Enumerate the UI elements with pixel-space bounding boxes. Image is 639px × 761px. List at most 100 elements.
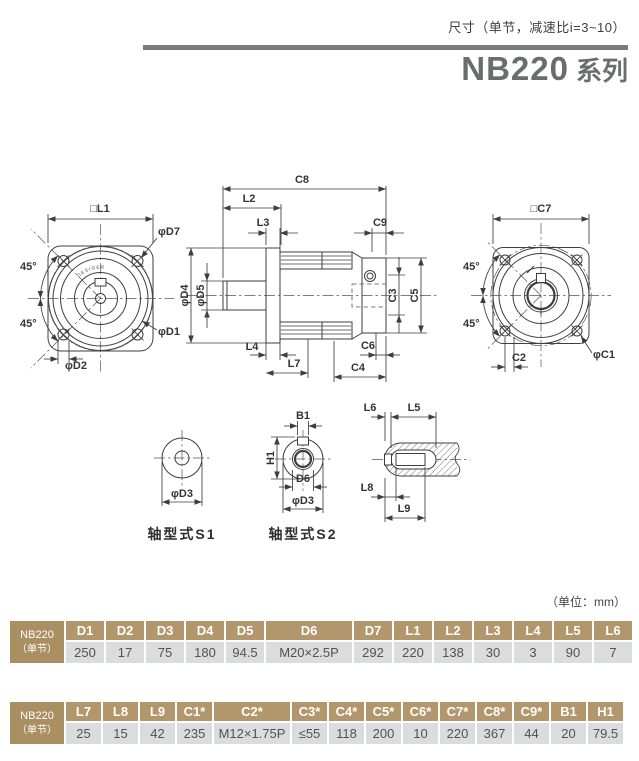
spec-table-2: NB220 （单节） L7 L8 L9 C1* C2* C3* C4* C5* … bbox=[8, 700, 625, 746]
cell-value: 75 bbox=[146, 642, 184, 663]
cell-value: 79.5 bbox=[588, 723, 623, 744]
col-header: L9 bbox=[140, 702, 175, 721]
cell-value: 250 bbox=[66, 642, 104, 663]
col-header: L1 bbox=[394, 621, 432, 640]
dim-label-d3: φD3 bbox=[171, 488, 193, 500]
cell-value: 17 bbox=[106, 642, 144, 663]
series-model: NB220 bbox=[461, 50, 569, 87]
dim-label-l7: L7 bbox=[288, 358, 301, 370]
cell-value: 220 bbox=[440, 723, 475, 744]
dim-label-l8: L8 bbox=[361, 482, 374, 494]
cell-value: 10 bbox=[403, 723, 438, 744]
cell-value: 30 bbox=[474, 642, 512, 663]
shaft-type-s2: B1 H1 D6 φD3 轴型式S2 bbox=[265, 410, 336, 542]
cell-value: 292 bbox=[354, 642, 392, 663]
col-header: D1 bbox=[66, 621, 104, 640]
dim-label-l6: L6 bbox=[364, 402, 377, 414]
col-header: D7 bbox=[354, 621, 392, 640]
row-label: NB220 （单节） bbox=[10, 621, 64, 663]
watermark-text: DESIGER bbox=[76, 265, 105, 279]
angle-label-bottom: 45° bbox=[20, 318, 37, 330]
col-header: C8* bbox=[477, 702, 512, 721]
cell-value: 90 bbox=[554, 642, 592, 663]
dim-label-l2: L2 bbox=[243, 193, 256, 205]
col-header: L6 bbox=[594, 621, 632, 640]
cell-value: 220 bbox=[394, 642, 432, 663]
dim-label-c9: C9 bbox=[373, 217, 387, 229]
bolt-holes bbox=[57, 254, 144, 341]
angle-label-top: 45° bbox=[463, 261, 480, 273]
dim-label-c5: C5 bbox=[409, 288, 421, 302]
dim-label-d5: φD5 bbox=[195, 285, 207, 307]
col-header: L8 bbox=[103, 702, 138, 721]
row-label-model: NB220 bbox=[20, 629, 54, 642]
col-header: C5* bbox=[366, 702, 401, 721]
row-label-model: NB220 bbox=[20, 710, 54, 723]
col-header: L7 bbox=[66, 702, 101, 721]
col-header: D4 bbox=[186, 621, 224, 640]
dim-label-d3: φD3 bbox=[292, 495, 314, 507]
dim-label-c2: C2 bbox=[512, 352, 526, 364]
cell-value: 94.5 bbox=[226, 642, 264, 663]
dim-label-c1: φC1 bbox=[593, 349, 615, 361]
spec-table-1: NB220 （单节） D1 D2 D3 D4 D5 D6 D7 L1 L2 L3… bbox=[8, 619, 634, 665]
cell-value: 138 bbox=[434, 642, 472, 663]
cell-value: 42 bbox=[140, 723, 175, 744]
col-header: C2* bbox=[214, 702, 290, 721]
cell-value: 118 bbox=[329, 723, 364, 744]
col-header: C3* bbox=[292, 702, 327, 721]
bore-detail: L6 L5 L8 L9 bbox=[361, 402, 470, 522]
col-header: B1 bbox=[551, 702, 586, 721]
dim-label-d6: D6 bbox=[296, 473, 310, 485]
dim-label-c6: C6 bbox=[361, 340, 375, 352]
cell-value: 367 bbox=[477, 723, 512, 744]
col-header: C6* bbox=[403, 702, 438, 721]
dim-label-d7: φD7 bbox=[158, 226, 180, 238]
dim-label-h1: H1 bbox=[265, 451, 277, 465]
dim-label-c7: □C7 bbox=[531, 203, 552, 215]
cell-value: 235 bbox=[177, 723, 212, 744]
title-rule bbox=[143, 45, 628, 50]
dim-label-c3: C3 bbox=[387, 288, 399, 302]
rear-view: □C7 45° 45° C2 φC1 bbox=[463, 203, 615, 372]
row-label-sub: （单节） bbox=[17, 724, 57, 736]
dim-label-d4: φD4 bbox=[179, 284, 191, 307]
cell-value: M12×1.75P bbox=[214, 723, 290, 744]
dim-label-c8: C8 bbox=[295, 174, 309, 186]
col-header: D2 bbox=[106, 621, 144, 640]
bolt-holes bbox=[499, 254, 583, 337]
size-note: 尺寸（单节，减速比i=3~10） bbox=[448, 20, 626, 35]
col-header: C9* bbox=[514, 702, 549, 721]
col-header: D3 bbox=[146, 621, 184, 640]
row-label-sub: （单节） bbox=[17, 643, 57, 655]
dim-label-l5: L5 bbox=[408, 402, 421, 414]
dimension-drawing: DESIGER □L1 φD7 φD1 bbox=[20, 174, 615, 542]
dim-label-d1: φD1 bbox=[158, 326, 180, 338]
dim-label-l3: L3 bbox=[257, 217, 270, 229]
unit-note: （单位：mm） bbox=[546, 595, 626, 609]
dim-label-l9: L9 bbox=[398, 503, 411, 515]
shaft-type-s1: φD3 轴型式S1 bbox=[147, 430, 215, 542]
cell-value: 7 bbox=[594, 642, 632, 663]
cell-value: 180 bbox=[186, 642, 224, 663]
col-header: L3 bbox=[474, 621, 512, 640]
col-header: C1* bbox=[177, 702, 212, 721]
col-header: C7* bbox=[440, 702, 475, 721]
cell-value: M20×2.5P bbox=[266, 642, 352, 663]
row-label: NB220 （单节） bbox=[10, 702, 64, 744]
col-header: D6 bbox=[266, 621, 352, 640]
col-header: L4 bbox=[514, 621, 552, 640]
col-header: L5 bbox=[554, 621, 592, 640]
dim-label-l4: L4 bbox=[246, 341, 260, 353]
dim-label-c4: C4 bbox=[351, 362, 366, 374]
cell-value: 25 bbox=[66, 723, 101, 744]
cell-value: ≤55 bbox=[292, 723, 327, 744]
cell-value: 3 bbox=[514, 642, 552, 663]
col-header: D5 bbox=[226, 621, 264, 640]
col-header: H1 bbox=[588, 702, 623, 721]
col-header: C4* bbox=[329, 702, 364, 721]
front-view: DESIGER □L1 φD7 φD1 bbox=[20, 203, 180, 372]
series-suffix: 系列 bbox=[575, 56, 628, 86]
dim-label-d2: φD2 bbox=[65, 360, 87, 372]
